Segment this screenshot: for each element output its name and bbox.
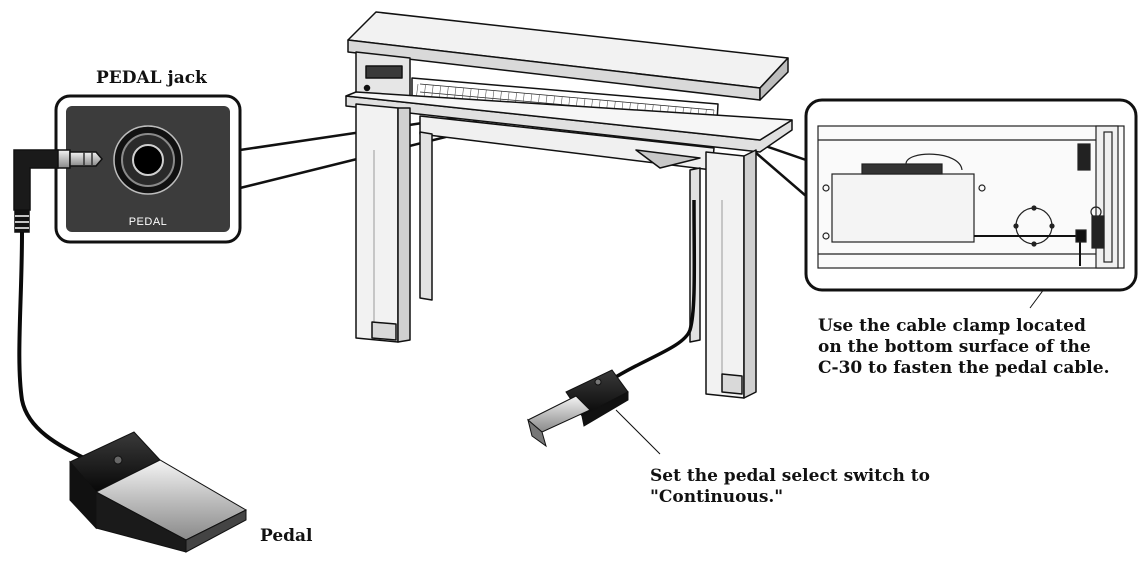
cable-clamp-callout [804,98,1138,292]
cable-clamp-note-line-2: on the bottom surface of the [818,337,1091,357]
pedal-label: Pedal [260,526,313,546]
panel-pedal-text: PEDAL [129,216,168,228]
pedal-jack-callout: PEDAL [54,94,242,244]
pedal-switch-note-line-1: Set the pedal select switch to [650,466,930,486]
pedal-switch-note-line-2: "Continuous." [650,487,784,507]
cable-clamp-note-line-1: Use the cable clamp located [818,316,1086,336]
pedal-switch-note: Set the pedal select switch to "Continuo… [650,466,930,508]
switch-leader-line [615,409,661,455]
jack-socket [132,144,164,176]
pedal-right-illustration [527,369,629,448]
pedal-left-illustration [69,431,248,553]
pedal-cable-left [17,231,85,460]
phone-plug [13,149,103,233]
instrument-stand [345,11,793,399]
pedal-cable-right [607,199,697,384]
cable-clamp-note: Use the cable clamp located on the botto… [818,316,1110,379]
cable-clamp-note-line-3: C-30 to fasten the pedal cable. [818,358,1110,378]
pedal-jack-label: PEDAL jack [96,68,207,88]
